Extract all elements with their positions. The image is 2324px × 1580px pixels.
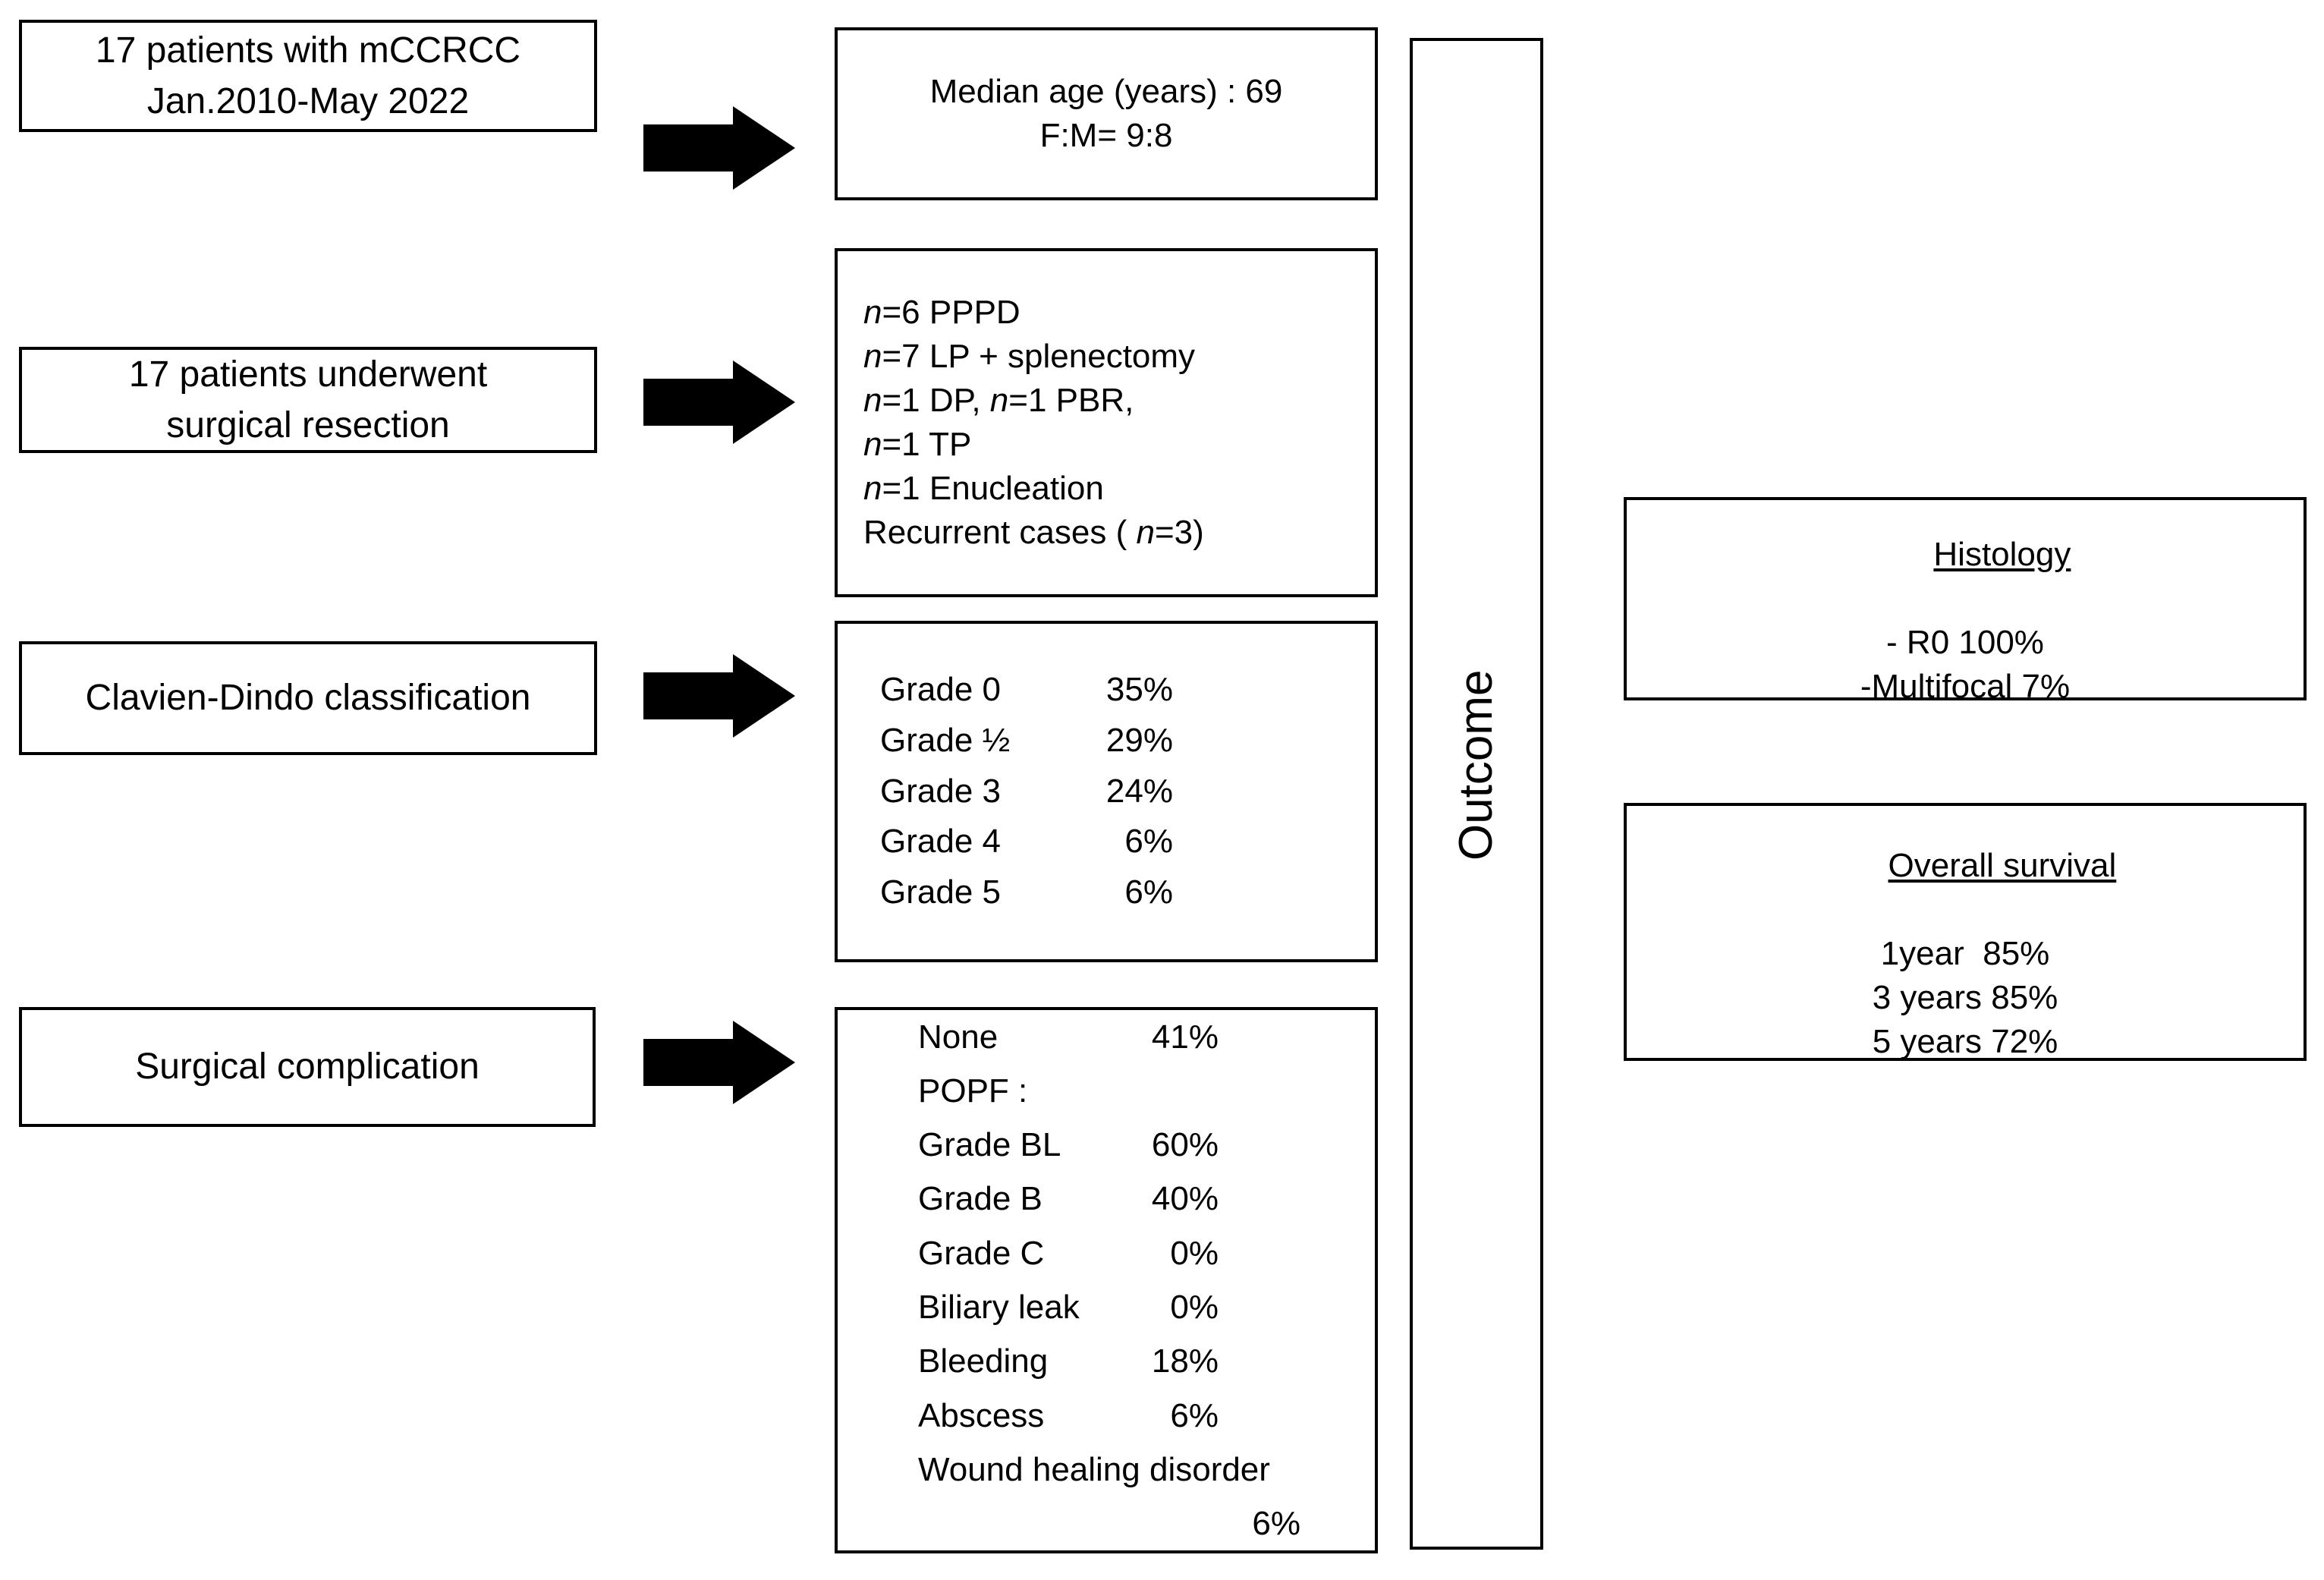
complication-label: Biliary leak xyxy=(918,1289,1080,1326)
grade-label: Grade 0 xyxy=(880,670,1001,708)
arrow-complication-to-details xyxy=(643,1021,795,1104)
complication-value: 0% xyxy=(1170,1289,1219,1326)
box-procedures: n=6 PPPD n=7 LP + splenectomy n=1 DP, n=… xyxy=(835,248,1378,597)
procedure-item: n=1 DP, n=1 PBR, xyxy=(863,379,1375,423)
resection-line-1: 17 patients underwent xyxy=(128,354,488,395)
survival-line-3: 5 years 72% xyxy=(1872,1023,2058,1061)
histology-line-2: -Multifocal 7% xyxy=(1860,668,2071,706)
recurrent-n: n xyxy=(1136,514,1155,552)
grade-row: Grade ½ 29% xyxy=(880,716,1375,766)
histology-heading: Histology xyxy=(1627,489,2304,621)
grade-value: 29% xyxy=(1105,721,1173,759)
grade-value: 35% xyxy=(1105,670,1173,708)
box-cohort: 17 patients with mCCRCC Jan.2010-May 202… xyxy=(19,20,597,132)
grade-label: Grade ½ xyxy=(880,721,1011,759)
complication-row: 6% xyxy=(918,1497,1375,1550)
demographics-line-2: F:M= 9:8 xyxy=(1039,117,1173,154)
complication-value: 60% xyxy=(1151,1126,1219,1164)
recurrent-cases: Recurrent cases ( n=3) xyxy=(863,511,1375,555)
arrow-cohort-to-demographics xyxy=(643,106,795,190)
procedure-item: n=6 PPPD xyxy=(863,291,1375,335)
procedure-n: n xyxy=(863,293,882,331)
cohort-line-1: 17 patients with mCCRCC xyxy=(95,30,521,71)
complication-label: Grade BL xyxy=(918,1126,1061,1164)
complication-value: 18% xyxy=(1151,1342,1219,1380)
procedure-n: n xyxy=(863,426,882,463)
arrow-resection-to-procedures xyxy=(643,360,795,444)
resection-line-2: surgical resection xyxy=(166,405,450,445)
box-histology: Histology - R0 100% -Multifocal 7% xyxy=(1624,497,2307,705)
grade-value: 6% xyxy=(1124,873,1173,911)
histology-heading-text: Histology xyxy=(1933,535,2071,573)
recurrent-prefix: Recurrent cases ( xyxy=(863,514,1137,552)
procedure-text: =1 TP xyxy=(882,426,972,463)
survival-line-2: 3 years 85% xyxy=(1872,979,2058,1017)
grade-value: 6% xyxy=(1124,823,1173,861)
complication-label: Abscess xyxy=(918,1396,1045,1434)
complication-row: Abscess 6% xyxy=(918,1389,1375,1443)
procedure-text: =1 Enucleation xyxy=(882,470,1104,508)
procedure-text: =6 PPPD xyxy=(882,293,1020,331)
procedure-n-2: n xyxy=(989,381,1009,419)
complication-label: Bleeding xyxy=(918,1342,1049,1380)
box-demographics: Median age (years) : 69 F:M= 9:8 xyxy=(835,27,1378,200)
complication-label: Grade B xyxy=(918,1180,1042,1218)
complication-label: Wound healing disorder xyxy=(918,1450,1270,1488)
complication-label: POPF : xyxy=(918,1072,1028,1109)
grade-value: 24% xyxy=(1105,772,1173,810)
procedure-n: n xyxy=(863,337,882,375)
procedure-item: n=1 Enucleation xyxy=(863,467,1375,511)
complication-row: Grade BL 60% xyxy=(918,1118,1375,1172)
grade-row: Grade 3 24% xyxy=(880,766,1375,817)
arrow-clavien-to-grades xyxy=(643,654,795,738)
procedure-item: n=7 LP + splenectomy xyxy=(863,335,1375,379)
recurrent-suffix: =3) xyxy=(1154,514,1204,552)
complication-value: 40% xyxy=(1151,1180,1219,1218)
complication-row: Grade B 40% xyxy=(918,1172,1375,1226)
box-surgical-complication: Surgical complication xyxy=(19,1007,596,1127)
grade-row: Grade 0 35% xyxy=(880,665,1375,716)
grade-label: Grade 5 xyxy=(880,873,1001,911)
demographics-line-1: Median age (years) : 69 xyxy=(929,72,1283,110)
grade-row: Grade 5 6% xyxy=(880,867,1375,918)
box-overall-survival: Overall survival 1year 85% 3 years 85% 5… xyxy=(1624,803,2307,1061)
complication-value: 6% xyxy=(1252,1505,1300,1543)
procedure-n: n xyxy=(863,470,882,508)
survival-heading-text: Overall survival xyxy=(1888,846,2117,884)
box-complication-details: None 41% POPF : Grade BL 60% Grade B 40%… xyxy=(835,1007,1378,1553)
complication-label: Grade C xyxy=(918,1234,1045,1272)
cohort-line-2: Jan.2010-May 2022 xyxy=(146,81,470,121)
complication-value: 0% xyxy=(1170,1234,1219,1272)
procedure-text-2: =1 PBR, xyxy=(1008,381,1134,419)
outcome-label: Outcome xyxy=(1450,669,1502,861)
complication-row: Bleeding 18% xyxy=(918,1334,1375,1388)
box-clavien-dindo: Clavien-Dindo classification xyxy=(19,641,597,755)
procedure-text: =7 LP + splenectomy xyxy=(882,337,1196,375)
complication-value: 41% xyxy=(1151,1018,1219,1056)
complication-row: POPF : xyxy=(918,1064,1375,1118)
survival-line-1: 1year 85% xyxy=(1880,935,2050,972)
histology-line-1: - R0 100% xyxy=(1886,624,2044,662)
procedure-n: n xyxy=(863,381,882,419)
box-outcome xyxy=(1410,38,1543,1550)
complication-label: None xyxy=(918,1018,998,1056)
grade-row: Grade 4 6% xyxy=(880,817,1375,867)
box-clavien-grades: Grade 0 35% Grade ½ 29% Grade 3 24% Grad… xyxy=(835,621,1378,962)
complication-row: Wound healing disorder xyxy=(918,1443,1375,1497)
complication-row: Biliary leak 0% xyxy=(918,1280,1375,1334)
complication-line-1: Surgical complication xyxy=(135,1047,480,1087)
complication-value: 6% xyxy=(1170,1396,1219,1434)
procedure-item: n=1 TP xyxy=(863,423,1375,467)
survival-heading: Overall survival xyxy=(1627,800,2304,932)
grade-label: Grade 4 xyxy=(880,823,1001,861)
procedure-text: =1 DP, xyxy=(882,381,990,419)
grade-label: Grade 3 xyxy=(880,772,1001,810)
box-resection: 17 patients underwent surgical resection xyxy=(19,347,597,453)
complication-row: Grade C 0% xyxy=(918,1226,1375,1280)
complication-row: None 41% xyxy=(918,1010,1375,1064)
clavien-line-1: Clavien-Dindo classification xyxy=(85,678,531,719)
